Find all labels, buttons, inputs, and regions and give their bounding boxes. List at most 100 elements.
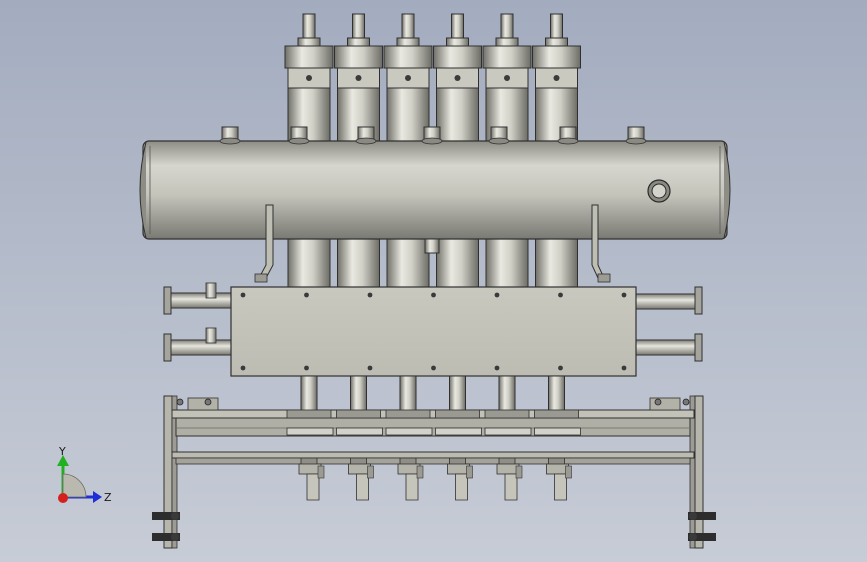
cylinder-cap	[482, 45, 532, 69]
left-inlet-pipes	[163, 282, 233, 362]
right-outlet-pipes	[633, 286, 703, 362]
valve-outlet	[554, 473, 567, 501]
valve-flange	[534, 409, 579, 419]
valve-stem	[399, 375, 417, 413]
tank-nozzle-2	[288, 126, 310, 145]
valve-flange	[336, 409, 381, 419]
valve-lever	[416, 465, 424, 479]
cylinder-block-bolt	[504, 75, 510, 81]
valve-outlet	[356, 473, 369, 501]
valve-outlet	[504, 473, 518, 501]
cylinder-cap	[334, 45, 383, 69]
hanger-right	[591, 204, 611, 283]
tank-bottom-drain	[424, 238, 440, 254]
triad-y-label: Y	[58, 445, 66, 458]
tank-nozzle-4	[421, 126, 443, 145]
nozzle-base	[625, 137, 647, 145]
valve-lever	[317, 465, 325, 479]
lower-valve-2	[336, 375, 383, 501]
valve-stem	[449, 375, 466, 413]
valve-clamp	[385, 427, 433, 436]
valve-clamp	[534, 427, 581, 436]
valve-flange	[286, 409, 332, 419]
tank-top-nozzles	[219, 126, 647, 254]
valve-stem	[300, 375, 318, 413]
lower-valve-4	[435, 375, 482, 501]
cylinder-block-bolt	[306, 75, 312, 81]
plate-bolt	[367, 365, 373, 371]
plate-bolt	[558, 292, 563, 298]
valve-lever	[466, 465, 473, 479]
cylinder-cap	[532, 45, 581, 69]
plate-bolt	[494, 292, 500, 298]
lower-valve-group	[286, 375, 581, 501]
valve-flange	[435, 409, 480, 419]
nozzle-base	[219, 137, 241, 145]
valve-lever	[515, 465, 523, 479]
valve-flange	[484, 409, 530, 419]
plate-bolt	[304, 365, 309, 371]
support-frame	[152, 395, 716, 549]
cylinder-cap	[383, 45, 433, 69]
lower-valve-5	[484, 375, 532, 501]
plate-bolt	[431, 292, 436, 298]
nozzle-base	[421, 137, 443, 145]
tank-nozzle-1	[219, 126, 241, 145]
plate-bolt	[494, 365, 500, 371]
plate-bolt	[621, 365, 627, 371]
triad-quadrant	[62, 473, 87, 498]
triad-x-axis-dot	[58, 493, 68, 503]
lower-valve-6	[534, 375, 581, 501]
orientation-triad[interactable]: Y Z	[57, 445, 112, 504]
triad-y-arrowhead	[57, 455, 69, 466]
valve-lever	[565, 465, 572, 479]
cylinder-block-bolt	[355, 75, 362, 81]
lower-valve-1	[286, 375, 334, 501]
valve-flange	[385, 409, 431, 419]
tank-nozzle-3	[355, 126, 377, 145]
tank-nozzle-6	[557, 126, 579, 145]
plate-bolt	[304, 292, 309, 298]
valve-clamp	[484, 427, 532, 436]
nozzle-base	[288, 137, 310, 145]
valve-outlet	[405, 473, 419, 501]
tank-nozzle-7	[625, 126, 647, 145]
plate-bolt	[367, 292, 373, 298]
cylinder-cap	[284, 45, 334, 69]
valve-stem	[350, 375, 367, 413]
cylinder-block-bolt	[553, 75, 560, 81]
mounting-plate	[230, 286, 637, 377]
lower-valve-3	[385, 375, 433, 501]
valve-clamp	[336, 427, 383, 436]
main-tank	[139, 140, 731, 240]
tank-side-port	[647, 179, 671, 203]
valve-stem	[498, 375, 516, 413]
plate-bolt	[431, 365, 436, 371]
right-foot-clamp	[688, 512, 716, 541]
plate-bolt	[240, 365, 246, 371]
drain-body	[424, 238, 440, 254]
left-foot-clamp	[152, 512, 180, 541]
valve-outlet	[306, 473, 320, 501]
plate-bolt	[240, 292, 246, 298]
plate-bolt	[621, 292, 627, 298]
nozzle-base	[557, 137, 579, 145]
plate-bolt	[558, 365, 563, 371]
valve-clamp	[435, 427, 482, 436]
nozzle-base	[488, 137, 510, 145]
plate-bolt-group	[240, 292, 627, 371]
nozzle-base	[355, 137, 377, 145]
cylinder-cap	[433, 45, 482, 69]
valve-lever	[367, 465, 374, 479]
tank-nozzle-5	[488, 126, 510, 145]
hanger-left	[254, 204, 274, 283]
triad-z-label: Z	[104, 491, 112, 504]
valve-clamp	[286, 427, 334, 436]
cylinder-block-bolt	[405, 75, 411, 81]
triad-z-arrowhead	[93, 491, 102, 503]
cylinder-block-bolt	[454, 75, 461, 81]
valve-stem	[548, 375, 565, 413]
valve-outlet	[455, 473, 468, 501]
